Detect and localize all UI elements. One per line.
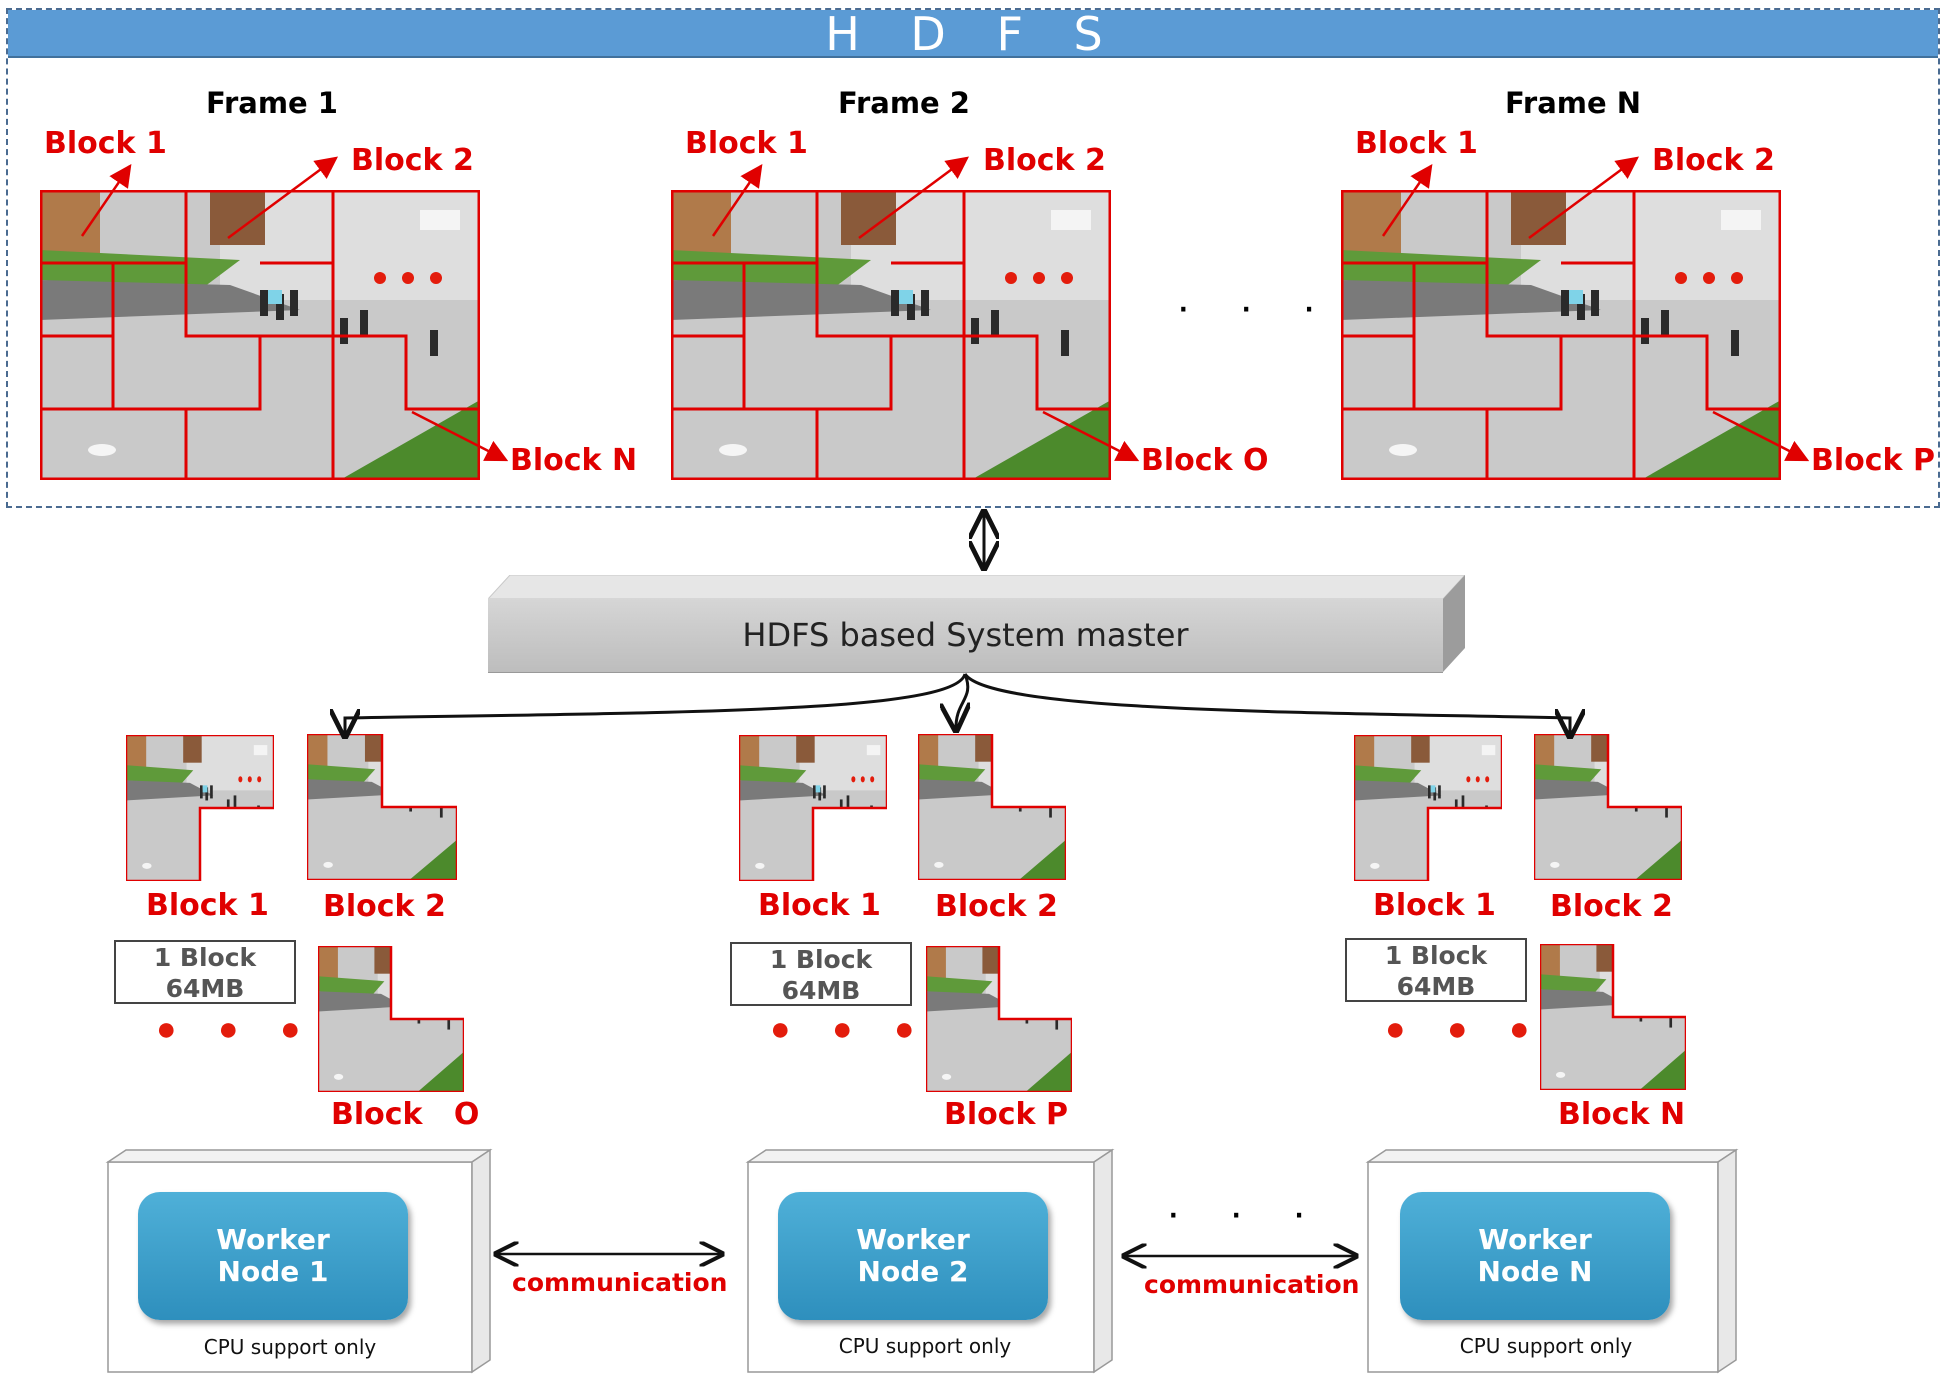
worker-n-ellipsis: ● ● ●	[1385, 1010, 1546, 1048]
worker-2-ellipsis: ● ● ●	[770, 1010, 931, 1048]
worker-n-block-1-label: Block 1	[1373, 888, 1496, 923]
worker-1-size-line-1: 1 Block	[153, 943, 257, 972]
worker-n-block-2-image	[1534, 734, 1682, 880]
frame-1-block-1-label: Block 1	[44, 126, 167, 161]
system-master-label: HDFS based System master	[742, 616, 1189, 654]
worker-n-size-line-1: 1 Block	[1384, 941, 1488, 970]
frame-1-block-n-label: Block N	[510, 443, 638, 478]
worker-2-block-1-image	[739, 735, 887, 881]
worker-n-block-2-label: Block 2	[1550, 889, 1673, 924]
worker-2-cpu-label: CPU support only	[838, 1334, 1012, 1358]
master-to-worker-1-arrow	[345, 673, 967, 736]
frame-1-title: Frame 1	[206, 86, 338, 120]
worker-2-size-line-2: 64MB	[781, 976, 861, 1005]
frame-n-block-1-label: Block 1	[1355, 126, 1478, 161]
worker-1-block-1-label: Block 1	[146, 888, 269, 923]
worker-node-1: Worker Node 1	[138, 1192, 408, 1320]
worker-node-2: Worker Node 2	[778, 1192, 1048, 1320]
worker-node-n-line-2: Node N	[1477, 1255, 1593, 1288]
worker-n-block-n-label: Block N	[1558, 1097, 1686, 1132]
worker-1-block-1-image	[126, 735, 274, 881]
workers-ellipsis: · · ·	[1166, 1188, 1325, 1237]
worker-1-block-o-image	[318, 946, 464, 1092]
frame-2-block-1-label: Block 1	[685, 126, 808, 161]
system-master	[488, 598, 1443, 673]
frame-n-block-p-label: Block P	[1811, 443, 1935, 478]
master-to-worker-n-arrow	[963, 673, 1570, 736]
worker-n-cpu-label: CPU support only	[1459, 1334, 1633, 1358]
frames-ellipsis: · · ·	[1176, 282, 1335, 331]
worker-1-ellipsis: ● ● ●	[156, 1010, 317, 1048]
worker-n-size-line-2: 64MB	[1396, 972, 1476, 1001]
worker-2-size-box: 1 Block 64MB	[730, 942, 912, 1006]
worker-2-block-2-image	[918, 734, 1066, 880]
worker-2-size-line-1: 1 Block	[769, 945, 873, 974]
worker-2-block-2-label: Block 2	[935, 889, 1058, 924]
worker-1-size-box: 1 Block 64MB	[114, 940, 296, 1004]
worker-2-block-p-label: Block P	[944, 1097, 1068, 1132]
worker-node-n-line-1: Worker	[1478, 1223, 1592, 1256]
worker-1-block-o-label: Block O	[331, 1097, 480, 1132]
frame-2-block-2-label: Block 2	[983, 143, 1106, 178]
communication-label-2: communication	[1144, 1270, 1360, 1299]
worker-node-n: Worker Node N	[1400, 1192, 1670, 1320]
worker-node-1-line-2: Node 1	[217, 1255, 329, 1288]
worker-1-block-2-image	[307, 734, 457, 880]
communication-label-1: communication	[512, 1268, 728, 1297]
worker-n-block-1-image	[1354, 735, 1502, 881]
hdfs-title: H D F S	[8, 10, 1938, 58]
frame-2-title: Frame 2	[838, 86, 970, 120]
worker-node-2-line-2: Node 2	[857, 1255, 969, 1288]
worker-1-cpu-label: CPU support only	[203, 1335, 377, 1359]
frame-n-title: Frame N	[1504, 86, 1642, 120]
frame-2-block-o-label: Block O	[1141, 443, 1269, 478]
worker-node-1-line-1: Worker	[216, 1223, 330, 1256]
worker-2-block-1-label: Block 1	[758, 888, 881, 923]
worker-1-block-2-label: Block 2	[323, 889, 446, 924]
frame-n-image	[1341, 190, 1781, 480]
master-to-worker-2-arrow	[956, 673, 968, 730]
frame-1-image	[40, 190, 480, 480]
worker-1-size-line-2: 64MB	[165, 974, 245, 1003]
worker-n-block-n-image	[1540, 944, 1686, 1090]
master-bar-side	[1443, 575, 1465, 672]
frame-n-block-2-label: Block 2	[1652, 143, 1775, 178]
frame-1-block-2-label: Block 2	[351, 143, 474, 178]
worker-n-size-box: 1 Block 64MB	[1345, 938, 1527, 1002]
master-bar-top	[488, 575, 1465, 599]
hdfs-container	[6, 8, 1940, 508]
worker-2-block-p-image	[926, 946, 1072, 1092]
worker-node-2-line-1: Worker	[856, 1223, 970, 1256]
frame-2-image	[671, 190, 1111, 480]
